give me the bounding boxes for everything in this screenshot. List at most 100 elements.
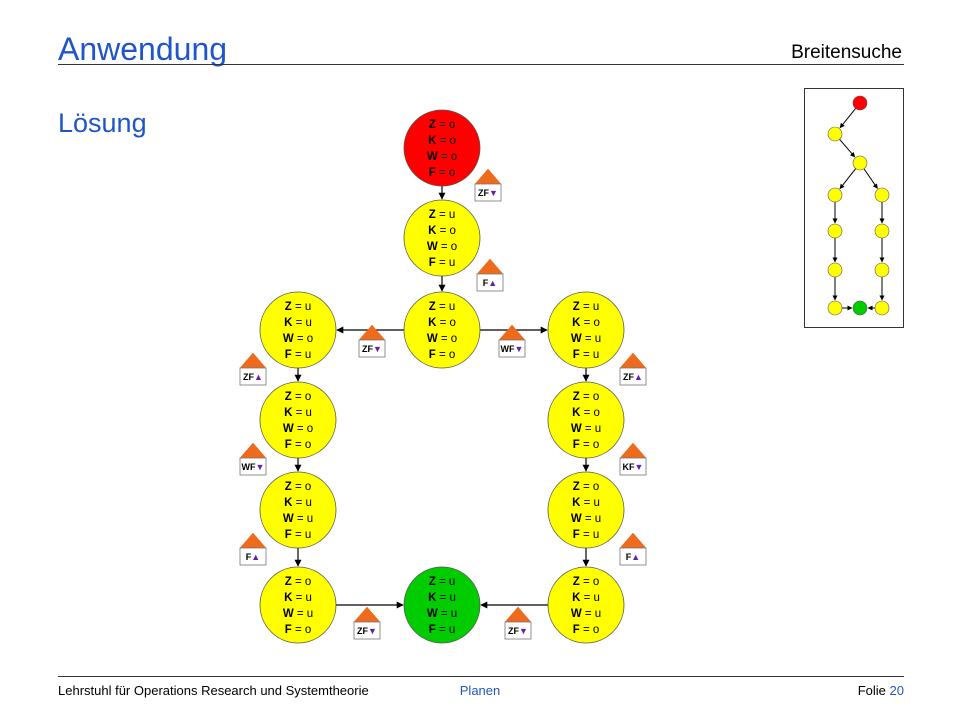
mini-node-m8: [874, 262, 890, 278]
state-var: K: [572, 497, 581, 509]
state-node-line: K = u: [284, 497, 312, 509]
action-tag-t11: ZF▼: [504, 606, 532, 640]
state-var: Z: [285, 301, 292, 313]
state-node-n11: Z = oK = uW = uF = o: [547, 566, 625, 644]
state-node-line: K = o: [428, 135, 456, 147]
state-value: = o: [580, 391, 600, 403]
state-value: = u: [436, 592, 456, 604]
state-var: K: [428, 135, 437, 147]
state-var: F: [429, 624, 436, 636]
state-var: W: [283, 513, 294, 525]
state-node-line: Z = o: [285, 481, 312, 493]
state-value: = u: [582, 513, 602, 525]
state-value: = u: [580, 301, 600, 313]
state-node-line: W = u: [283, 608, 313, 620]
edge-layer: [294, 186, 590, 609]
state-var: Z: [573, 391, 580, 403]
state-value: = u: [438, 608, 458, 620]
state-node-line: F = o: [573, 439, 600, 451]
state-var: Z: [573, 576, 580, 588]
state-node-line: W = u: [571, 608, 601, 620]
action-tag-text: ZF: [478, 188, 489, 198]
state-var: F: [429, 167, 436, 179]
state-var: K: [428, 225, 437, 237]
state-node-line: Z = u: [573, 301, 600, 313]
state-node-line: W = u: [571, 513, 601, 525]
state-value: = o: [292, 391, 312, 403]
mini-node-layer: [827, 95, 890, 316]
title-divider: [58, 64, 904, 65]
state-var: W: [283, 333, 294, 345]
action-tag-label: WF▼: [501, 344, 524, 354]
state-var: F: [429, 349, 436, 361]
state-value: = u: [582, 333, 602, 345]
action-tag-roof: [474, 168, 502, 185]
state-value: = o: [436, 225, 456, 237]
state-node-line: W = u: [571, 423, 601, 435]
action-tag-text: F: [246, 552, 252, 562]
action-tag-box: [498, 339, 526, 358]
footer-page-prefix: Folie: [857, 683, 886, 698]
action-tag-label: ZF▲: [623, 372, 643, 382]
state-node-line: K = o: [572, 407, 600, 419]
state-value: = o: [294, 423, 314, 435]
state-node-line: F = o: [285, 624, 312, 636]
state-var: K: [572, 592, 581, 604]
state-value: = u: [436, 209, 456, 221]
state-node-n4: Z = uK = oW = uF = u: [547, 291, 625, 369]
state-node-line: K = o: [428, 225, 456, 237]
mini-node-m10: [852, 300, 868, 316]
state-value: = o: [436, 135, 456, 147]
state-node-n7: Z = oK = uW = uF = u: [259, 471, 337, 549]
action-tag-box: [239, 367, 267, 386]
state-value: = o: [438, 241, 458, 253]
action-tag-roof: [619, 442, 647, 459]
footer-page: Folie 20: [858, 683, 904, 698]
mini-node-m4: [874, 187, 890, 203]
state-var: F: [285, 349, 292, 361]
action-tag-text: ZF: [623, 372, 634, 382]
action-tag-roof: [353, 606, 381, 623]
state-var: K: [284, 592, 293, 604]
state-node-n3: Z = uK = uW = oF = u: [259, 291, 337, 369]
state-value: = o: [438, 151, 458, 163]
state-value: = o: [436, 119, 456, 131]
state-value: = u: [292, 317, 312, 329]
state-node-line: Z = o: [285, 576, 312, 588]
action-tag-roof: [498, 324, 526, 341]
action-tag-t8: F▲: [239, 532, 267, 566]
action-tag-text: WF: [501, 344, 515, 354]
state-var: F: [429, 257, 436, 269]
state-node-n5: Z = oK = uW = oF = o: [259, 381, 337, 459]
state-var: W: [571, 423, 582, 435]
state-node-circle: [403, 199, 481, 277]
action-tag-roof: [619, 532, 647, 549]
state-value: = u: [582, 423, 602, 435]
down-triangle-icon: ▼: [515, 344, 524, 354]
state-value: = o: [580, 439, 600, 451]
state-var: F: [285, 529, 292, 541]
state-value: = o: [292, 624, 312, 636]
action-tag-text: KF: [623, 462, 635, 472]
state-node-n6: Z = o K = o W = u F = o: [547, 381, 625, 459]
state-var: K: [572, 317, 581, 329]
state-node-circle: [547, 566, 625, 644]
state-node-line: W = u: [571, 333, 601, 345]
action-tag-label: F▲: [483, 278, 497, 288]
state-value: = o: [292, 481, 312, 493]
state-value: = o: [580, 576, 600, 588]
state-node-line: Z = u: [429, 576, 456, 588]
action-tag-text: F: [626, 552, 632, 562]
state-node-circle: [547, 471, 625, 549]
mini-edge-m2-m3: [839, 168, 857, 190]
state-value: = u: [580, 349, 600, 361]
state-node-line: Z = o: [285, 391, 312, 403]
state-var: Z: [429, 301, 436, 313]
state-node-circle: [259, 291, 337, 369]
state-node-line: F = o: [429, 167, 456, 179]
action-tag-text: F: [483, 278, 489, 288]
mini-node-m11: [874, 300, 890, 316]
action-tag-t4: ZF▲: [239, 352, 267, 386]
state-var: F: [285, 624, 292, 636]
state-node-line: Z = o: [573, 481, 600, 493]
